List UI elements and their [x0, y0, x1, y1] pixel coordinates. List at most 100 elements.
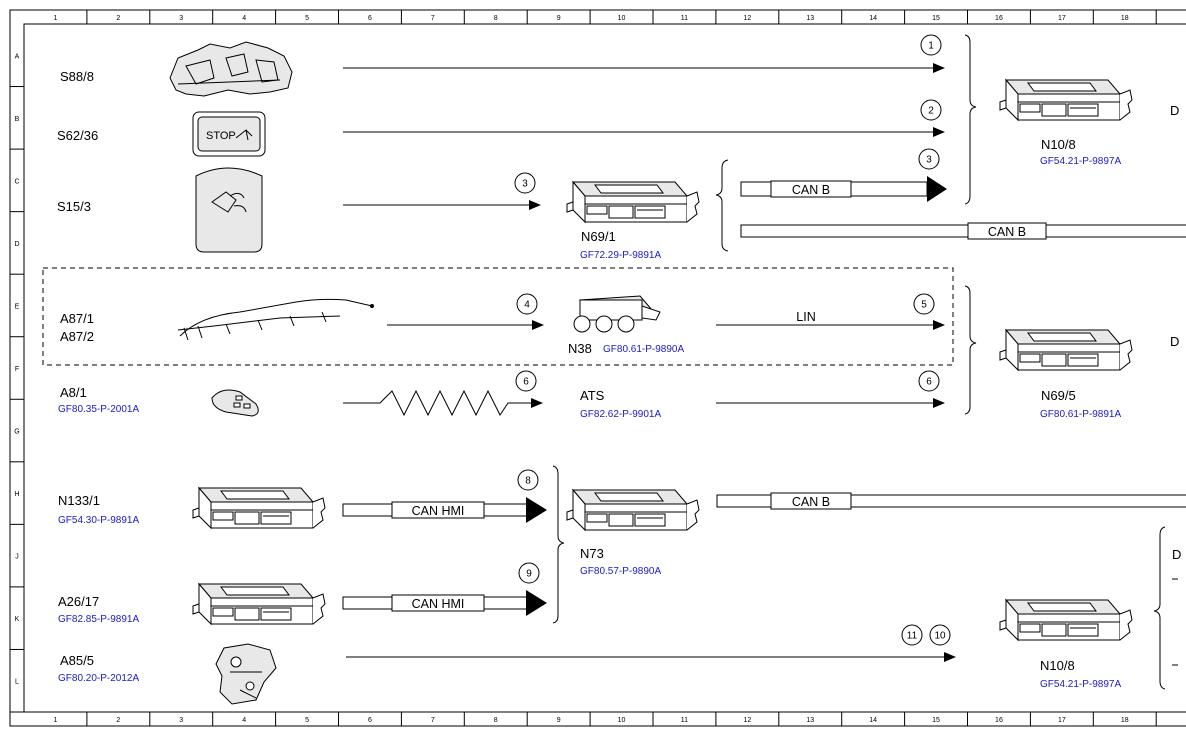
- row-letter: B: [15, 116, 20, 123]
- row-letter: K: [15, 616, 20, 623]
- column-number-top: 10: [618, 15, 626, 22]
- column-number-top: 3: [179, 15, 183, 22]
- column-number-bottom: 6: [368, 717, 372, 724]
- row-letter: D: [14, 241, 19, 248]
- column-number-top: 12: [743, 15, 751, 22]
- ecu-n73-icon: [566, 489, 700, 531]
- column-number-bottom: 4: [242, 717, 246, 724]
- label-n10-8-bottom: N10/8: [1040, 658, 1075, 673]
- column-number-top: 2: [116, 15, 120, 22]
- signal-number-s1: 1: [928, 41, 934, 52]
- label-n133-1: N133/1: [58, 493, 100, 508]
- signal-circle-s3a: [514, 172, 536, 194]
- ref-n73[interactable]: GF80.57-P-9890A: [580, 566, 661, 577]
- edge-fragment-3: D: [1172, 547, 1181, 562]
- grid-frame: 1122334455667788991010111112121313141415…: [9, 9, 1186, 727]
- ecu-n69-1-icon: [566, 181, 700, 223]
- label-s62-36: S62/36: [57, 128, 98, 143]
- label-n69-5: N69/5: [1041, 388, 1076, 403]
- column-number-top: 6: [368, 15, 372, 22]
- row-letter: J: [15, 554, 19, 561]
- column-number-bottom: 14: [869, 717, 877, 724]
- signal-circle-s9: [518, 562, 540, 584]
- door-switch-icon: [195, 167, 263, 253]
- column-number-bottom: 17: [1058, 717, 1066, 724]
- brace-n10-8-top: [964, 34, 977, 205]
- column-number-bottom: 5: [305, 717, 309, 724]
- ref-ats[interactable]: GF82.62-P-9901A: [580, 409, 661, 420]
- stop-switch-text: STOP: [206, 130, 236, 142]
- signal-number-s4: 4: [524, 300, 530, 311]
- label-n73: N73: [580, 546, 604, 561]
- row-letter: A: [15, 53, 20, 60]
- column-number-top: 8: [494, 15, 498, 22]
- row-letter: H: [14, 491, 19, 498]
- column-number-bottom: 3: [179, 717, 183, 724]
- brace-n10-8-bottom: [1153, 526, 1166, 690]
- signal-number-s5: 5: [921, 300, 927, 311]
- can-hmi-label-1: CAN HMI: [412, 504, 465, 518]
- ecu-n10-8-bottom-icon: [999, 599, 1133, 641]
- column-number-bottom: 13: [806, 717, 814, 724]
- ref-n10-8-top[interactable]: GF54.21-P-9897A: [1040, 156, 1121, 167]
- signal-circle-s1: [920, 34, 942, 56]
- ref-n10-8-bottom[interactable]: GF54.21-P-9897A: [1040, 679, 1121, 690]
- can-b-box-3: [770, 492, 852, 510]
- label-a26-17: A26/17: [58, 594, 99, 609]
- ref-n133-1[interactable]: GF54.30-P-9891A: [58, 515, 139, 526]
- signal-number-s3b: 3: [926, 155, 932, 166]
- label-n10-8-top: N10/8: [1041, 137, 1076, 152]
- dashed-group-box: [42, 267, 954, 366]
- radio-signal-zigzag: [343, 389, 543, 417]
- label-n69-1: N69/1: [581, 229, 616, 244]
- ref-a85-5[interactable]: GF80.20-P-2012A: [58, 673, 139, 684]
- can-b-box-1: [770, 180, 852, 198]
- signal-circle-s4: [516, 293, 538, 315]
- column-number-bottom: 18: [1121, 717, 1129, 724]
- antenna-strip-icon: [177, 298, 374, 341]
- frame-inner: [23, 23, 1186, 713]
- column-number-top: 13: [806, 15, 814, 22]
- ref-a26-17[interactable]: GF82.85-P-9891A: [58, 614, 139, 625]
- label-n38: N38: [568, 341, 592, 356]
- column-number-top: 16: [995, 15, 1003, 22]
- label-s15-3: S15/3: [57, 199, 91, 214]
- signal-circle-s11: [901, 624, 923, 646]
- label-ats: ATS: [580, 388, 605, 403]
- ecu-n133-1-icon: [192, 487, 326, 529]
- label-a85-5: A85/5: [60, 653, 94, 668]
- can-hmi-box-2: [391, 594, 485, 612]
- ref-a8-1[interactable]: GF80.35-P-2001A: [58, 404, 139, 415]
- column-number-top: 18: [1121, 15, 1129, 22]
- lin-label: LIN: [796, 310, 815, 324]
- can-hmi-label-2: CAN HMI: [412, 597, 465, 611]
- signal-circle-s8: [517, 469, 539, 491]
- ecu-n69-5-icon: [999, 329, 1133, 371]
- ref-n69-5[interactable]: GF80.61-P-9891A: [1040, 409, 1121, 420]
- column-number-top: 9: [557, 15, 561, 22]
- signal-circle-s10: [929, 624, 951, 646]
- column-number-top: 17: [1058, 15, 1066, 22]
- signal-number-s6a: 6: [523, 377, 529, 388]
- signal-number-s8: 8: [525, 476, 531, 487]
- connector-n38-icon: [573, 295, 661, 333]
- stop-switch-icon: STOP: [192, 111, 266, 157]
- ref-n38[interactable]: GF80.61-P-9890A: [603, 344, 684, 355]
- remote-key-icon: [211, 389, 259, 417]
- brace-n69-5: [964, 285, 977, 415]
- column-number-top: 1: [53, 15, 57, 22]
- signal-circle-s6b: [918, 370, 940, 392]
- can-b-label-3: CAN B: [792, 495, 830, 509]
- column-number-bottom: 1: [53, 717, 57, 724]
- signal-circle-s5: [913, 293, 935, 315]
- column-number-top: 11: [681, 15, 688, 22]
- ref-n69-1[interactable]: GF72.29-P-9891A: [580, 250, 661, 261]
- column-number-bottom: 8: [494, 717, 498, 724]
- overhead-console-icon: [169, 41, 293, 97]
- column-number-top: 7: [431, 15, 435, 22]
- signal-circle-s3b: [918, 148, 940, 170]
- column-number-top: 4: [242, 15, 246, 22]
- frame-outer: [9, 9, 1186, 727]
- column-number-top: 5: [305, 15, 309, 22]
- label-a8-1: A8/1: [60, 385, 87, 400]
